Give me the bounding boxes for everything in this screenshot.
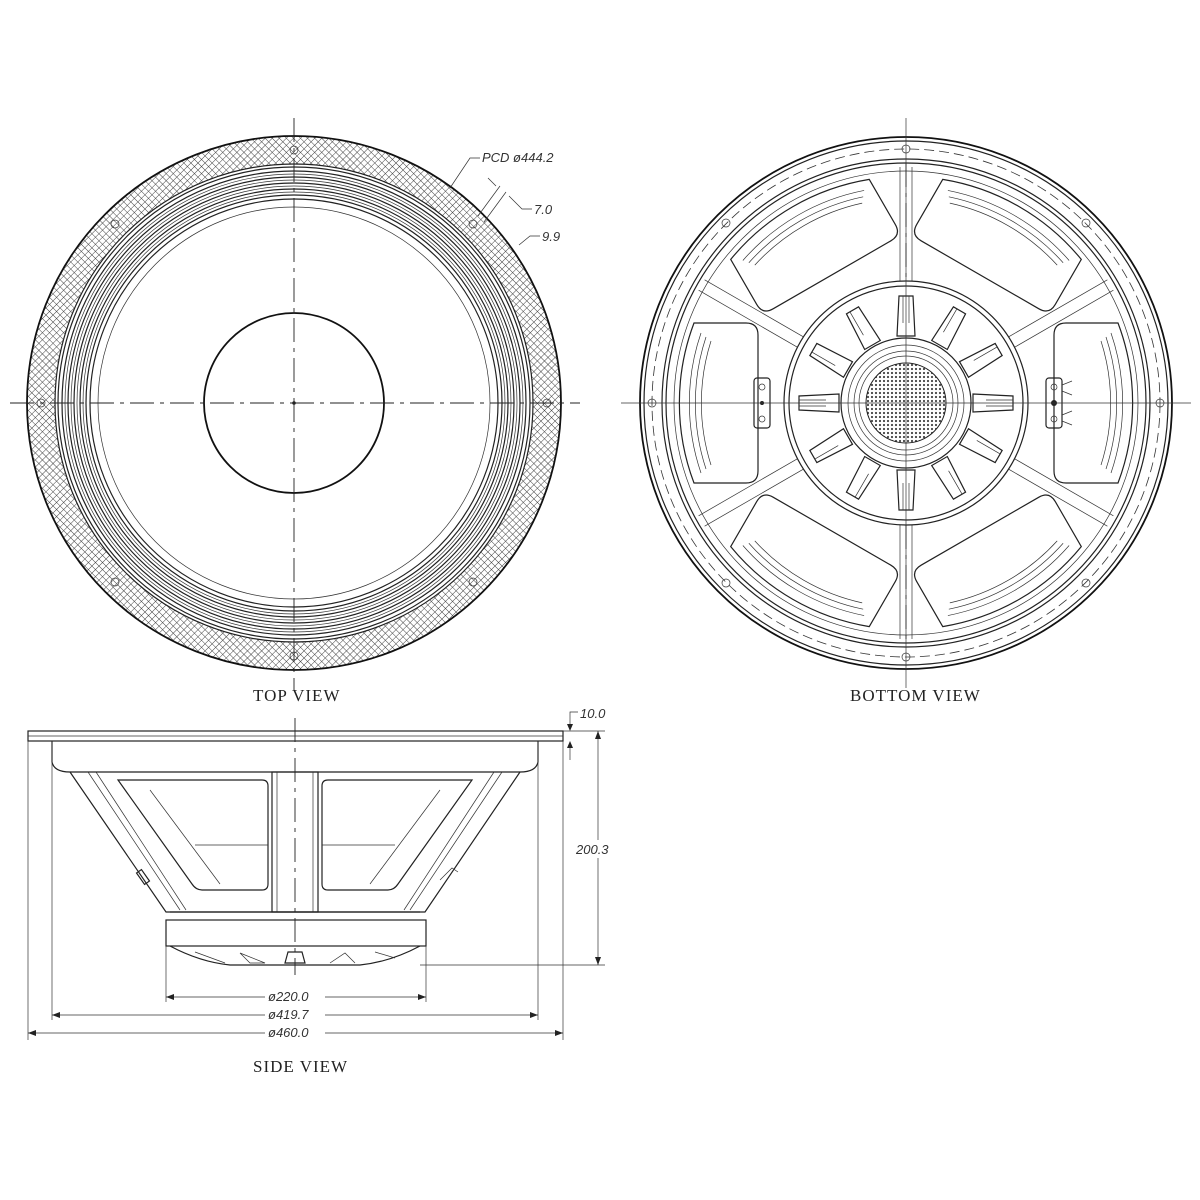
hole-offset-label: 9.9 [542,229,560,244]
side-terminal-right [439,867,459,881]
pcd-label: PCD ø444.2 [482,150,554,165]
top-view-label: TOP VIEW [253,686,341,705]
flange-thickness-dimension: 10.0 [567,706,606,760]
basket-window-left [116,779,269,891]
magnet-assembly [165,919,427,947]
outer-diameter-dimension: ø460.0 [28,1025,563,1040]
hole-offset-annotation: 9.9 [518,229,560,246]
magnet-diameter-label: ø220.0 [268,989,309,1004]
pcd-annotation: PCD ø444.2 [449,150,554,189]
depth-label: 200.3 [575,842,609,857]
side-view: 10.0 200.3 ø220.0 ø419.7 [27,706,609,1076]
basket-windows [678,178,1134,628]
baffle-cutout-label: ø419.7 [268,1007,309,1022]
side-terminal-left [135,868,151,886]
bottom-view-label: BOTTOM VIEW [850,686,981,705]
mounting-slots [36,145,552,661]
depth-dimension: 200.3 [575,731,609,965]
basket-window-right [321,779,474,891]
outer-diameter-label: ø460.0 [268,1025,309,1040]
side-view-label: SIDE VIEW [253,1057,348,1076]
slot-width-label: 7.0 [534,202,553,217]
slot-width-annotation: 7.0 [477,177,553,223]
top-view: PCD ø444.2 7.0 9.9 TOP VIEW [10,118,580,705]
baffle-cutout-dimension: ø419.7 [52,1007,538,1022]
magnet-diameter-dimension: ø220.0 [166,989,426,1004]
bottom-view [621,118,1191,688]
flange-thickness-label: 10.0 [580,706,606,721]
magnet-fins [798,295,1014,511]
basket-spokes [698,167,1114,639]
